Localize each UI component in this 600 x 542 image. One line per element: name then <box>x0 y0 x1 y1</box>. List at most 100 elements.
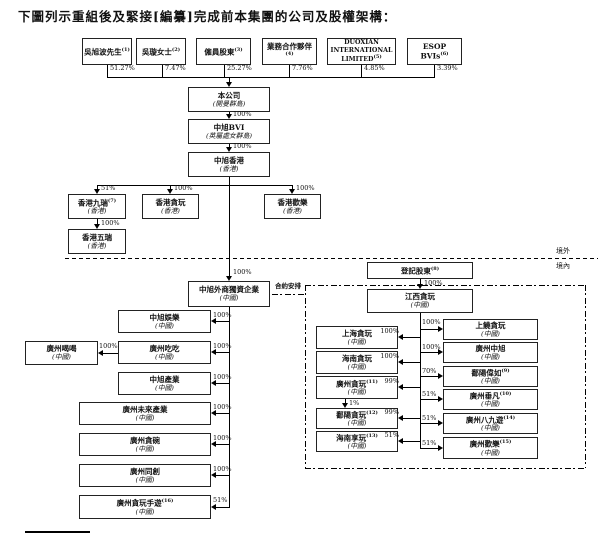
company-name: 僱員股東(3) <box>204 46 243 57</box>
company-name: 中旭BVI <box>213 122 245 132</box>
company-name: 廣州未來產業 <box>122 404 168 414</box>
connector-line <box>162 65 163 77</box>
ownership-pct: 51% <box>384 431 399 439</box>
page-title: 下圖列示重組後及緊接[編纂]完成前本集團的公司及股權架構： <box>18 9 397 24</box>
company-name: 中旭外商獨資企業 <box>199 285 259 295</box>
connector-line <box>229 112 230 115</box>
box-guangzhou-tanwan-wan: 廣州貪碗(中國) <box>79 433 211 456</box>
company-name: 廣州貪玩手遊(16) <box>116 498 174 508</box>
jurisdiction-label: (中國) <box>481 424 500 433</box>
box-jiangxi-tanwan: 江西貪玩(中國) <box>367 289 473 313</box>
box-guangzhou-zhongxu: 廣州中旭(中國) <box>443 342 538 363</box>
company-name: 上饒貪玩 <box>475 320 506 330</box>
box-guangzhou-hehe: 廣州喝喝(中國) <box>25 341 98 365</box>
vie-border-right <box>585 285 586 468</box>
ownership-pct: 100% <box>422 318 441 326</box>
ownership-pct: 100% <box>213 342 232 350</box>
ownership-pct: 70% <box>422 367 437 375</box>
jurisdiction-label: (香港) <box>283 206 302 215</box>
jurisdiction-label: (香港) <box>87 207 107 216</box>
company-name: DUOXIAN INTERNATIONAL LIMITED(5) <box>330 39 393 64</box>
connector-line <box>420 399 438 400</box>
jurisdiction-label: (香港) <box>161 206 180 215</box>
jurisdiction-label: (中國) <box>347 337 367 346</box>
arrowhead-down <box>342 403 348 408</box>
jurisdiction-label: (中國) <box>135 507 155 516</box>
jurisdiction-label: (中國) <box>219 294 239 303</box>
connector-line <box>229 307 230 507</box>
connector-line <box>434 65 435 77</box>
company-name: 廣州貪碗 <box>130 435 160 445</box>
connector-line <box>107 65 108 77</box>
ownership-pct: 100% <box>174 184 193 192</box>
vie-border-top <box>305 285 585 286</box>
company-name: 廣州吃吃 <box>149 343 180 353</box>
company-name: 香港九瑞(7) <box>77 197 117 208</box>
connector-line <box>403 362 420 363</box>
footnote-separator <box>25 531 90 533</box>
connector-line <box>229 77 230 82</box>
ownership-pct: 100% <box>99 342 118 350</box>
box-guangzhou-chuifan: 廣州垂凡(10)(中國) <box>443 389 538 410</box>
arrowhead-left <box>398 438 403 444</box>
region-label-onshore: 境內 <box>556 262 570 270</box>
jurisdiction-label: (中國) <box>135 475 155 484</box>
ownership-pct: 51% <box>213 496 228 504</box>
arrowhead-down <box>94 224 100 229</box>
arrowhead-down <box>94 189 100 194</box>
box-duoxian-international: DUOXIAN INTERNATIONAL LIMITED(5) <box>327 38 396 65</box>
connector-line <box>97 185 98 189</box>
company-name: 海南享玩(13) <box>336 432 378 443</box>
company-name: 鄱陽偉如(9) <box>471 367 510 378</box>
box-poyang-tanwan: 鄱陽貪玩(12)(中國) <box>316 408 398 429</box>
company-name: 吳旭波先生(1) <box>84 46 130 57</box>
ownership-pct: 100% <box>422 343 441 351</box>
jurisdiction-label: (中國) <box>481 448 500 457</box>
arrowhead-left <box>211 318 216 324</box>
connector-line <box>403 387 420 388</box>
arrowhead-right <box>438 326 443 332</box>
company-name: 業務合作夥伴(4) <box>267 42 312 58</box>
connector-line <box>216 475 230 476</box>
arrowhead-left <box>398 384 403 390</box>
connector-line <box>345 399 346 403</box>
ownership-pct: 4.85% <box>364 64 385 72</box>
jurisdiction-label: (中國) <box>347 388 367 397</box>
jurisdiction-label: (中國) <box>347 419 367 428</box>
company-name: 中旭香港 <box>214 155 244 165</box>
jurisdiction-label: (中國) <box>481 400 500 409</box>
box-wu-xubo-mr: 吳旭波先生(1) <box>82 38 132 65</box>
box-hainan-xiangwan: 海南享玩(13)(中國) <box>316 431 398 452</box>
ownership-pct: 100% <box>380 327 399 335</box>
jurisdiction-label: (香港) <box>219 164 239 173</box>
box-shanghai-tanwan: 上海貪玩(中國) <box>316 326 398 349</box>
ownership-pct: 1% <box>349 399 360 407</box>
connector-line <box>107 77 435 78</box>
company-name: 上海貪玩 <box>342 328 372 338</box>
arrowhead-left <box>398 359 403 365</box>
arrowhead-right <box>438 420 443 426</box>
box-poyang-weiru: 鄱陽偉如(9)(中國) <box>443 366 538 387</box>
company-name: 廣州中旭 <box>475 343 506 353</box>
box-guangzhou-tongchuang: 廣州同創(中國) <box>79 464 211 487</box>
arrowhead-down <box>226 82 232 87</box>
vie-border-left <box>305 285 306 468</box>
company-name: 江西貪玩 <box>405 292 435 302</box>
company-name: 本公司 <box>217 90 241 100</box>
ownership-pct: 100% <box>424 279 443 287</box>
ownership-pct: 51% <box>422 390 437 398</box>
ownership-pct: 3.39% <box>437 64 458 72</box>
box-zhongxu-chanye: 中旭產業(中國) <box>118 372 211 395</box>
company-name: 登記股東(8) <box>400 265 440 276</box>
jurisdiction-label: (香港) <box>87 241 107 250</box>
arrowhead-down <box>417 284 423 289</box>
box-hk-tanwan: 香港貪玩(香港) <box>142 194 199 219</box>
jurisdiction-label: (中國) <box>155 352 174 361</box>
company-name: 中旭產業 <box>149 374 180 384</box>
arrowhead-down <box>289 189 295 194</box>
jurisdiction-label: (中國) <box>155 383 174 392</box>
connector-line <box>292 185 293 189</box>
ownership-pct: 100% <box>101 219 120 227</box>
arrowhead-right <box>438 396 443 402</box>
box-guangzhou-huanle: 廣州歡樂(15)(中國) <box>443 437 538 459</box>
